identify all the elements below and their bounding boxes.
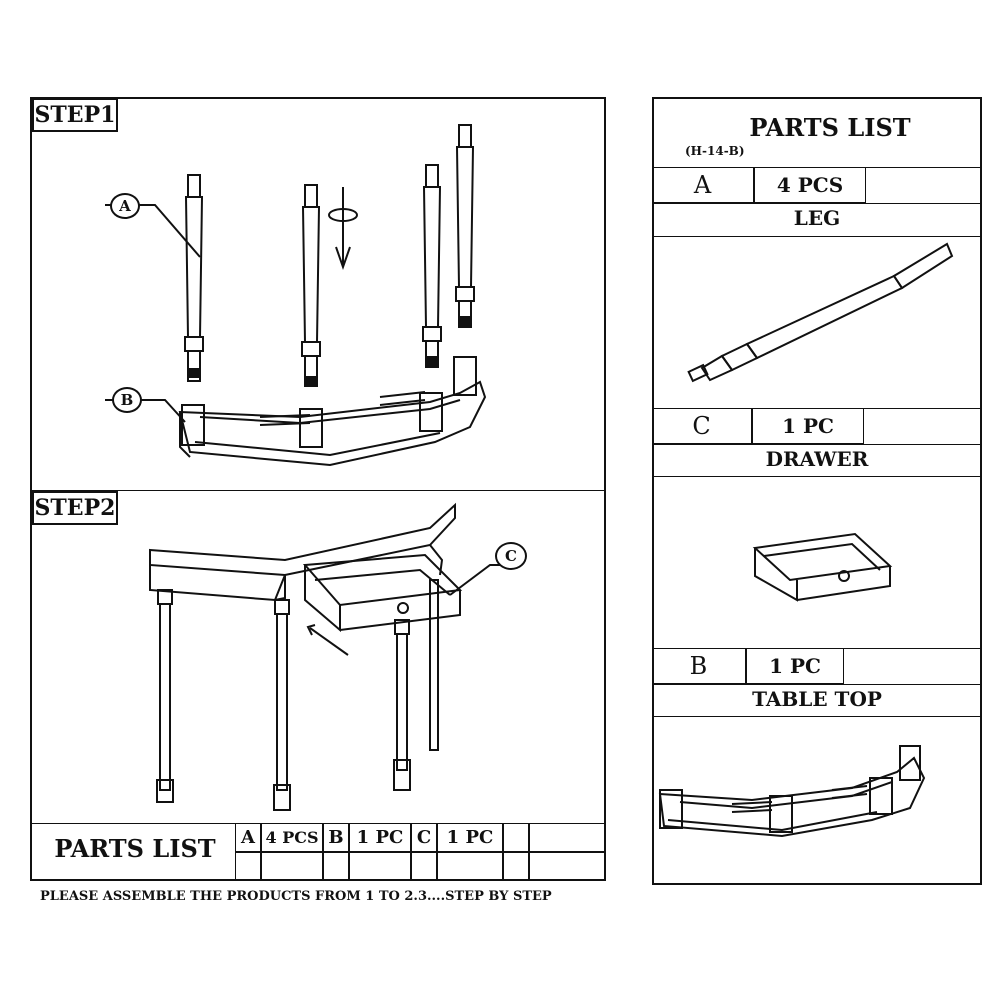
empty-cell [261, 852, 323, 881]
step2-diagram [30, 490, 606, 823]
empty-cell [503, 852, 529, 881]
empty-cell [437, 852, 503, 881]
table-top-illustration [652, 716, 982, 885]
side-parts-c-letter: C [652, 408, 752, 444]
bottom-parts-c-qty: 1 PC [437, 823, 503, 852]
step1-title: STEP1 [32, 98, 118, 132]
side-parts-c-name: DRAWER [765, 447, 869, 471]
empty-cell [503, 823, 529, 852]
leg-illustration [652, 236, 982, 408]
bottom-parts-a-qty: 4 PCS [261, 823, 323, 852]
parts-list-panel [652, 97, 982, 885]
callout-a: A [110, 193, 140, 219]
side-parts-a-qty: 4 PCS [754, 167, 866, 203]
bottom-parts-title: PARTS LIST [54, 834, 216, 863]
side-parts-b-qty: 1 PC [746, 648, 844, 684]
model-code: (H-14-B) [685, 144, 745, 158]
side-parts-a-letter: A [652, 167, 754, 203]
row-rule [652, 476, 982, 477]
parts-list-title: PARTS LIST [749, 113, 911, 142]
row-rule [652, 236, 982, 237]
side-parts-c-qty: 1 PC [752, 408, 864, 444]
empty-cell [529, 852, 606, 881]
drawer-illustration [652, 476, 982, 648]
instruction-text: PLEASE ASSEMBLE THE PRODUCTS FROM 1 TO 2… [40, 889, 552, 904]
empty-cell [349, 852, 411, 881]
side-parts-b-letter: B [652, 648, 746, 684]
empty-cell [411, 852, 437, 881]
bottom-parts-c-letter: C [411, 823, 437, 852]
side-parts-a-name: LEG [793, 206, 841, 230]
step2-title: STEP2 [32, 491, 118, 525]
row-rule [652, 684, 982, 685]
side-parts-b-name: TABLE TOP [752, 687, 882, 711]
step-divider [30, 490, 606, 491]
bottom-parts-b-letter: B [323, 823, 349, 852]
row-rule [652, 203, 982, 204]
row-rule [652, 716, 982, 717]
bottom-parts-a-letter: A [235, 823, 261, 852]
bottom-parts-b-qty: 1 PC [349, 823, 411, 852]
empty-cell [323, 852, 349, 881]
row-rule [652, 444, 982, 445]
callout-c: C [495, 542, 527, 570]
step1-diagram [30, 97, 606, 490]
empty-cell [529, 823, 606, 852]
callout-b: B [112, 387, 142, 413]
empty-cell [235, 852, 261, 881]
